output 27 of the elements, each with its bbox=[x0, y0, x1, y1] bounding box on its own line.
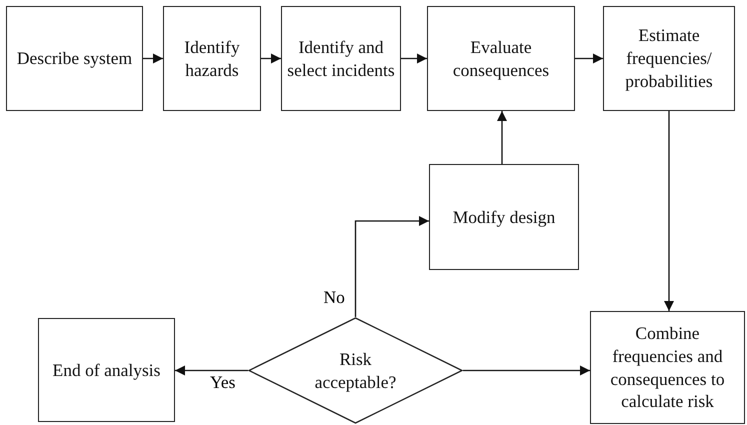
process-box bbox=[6, 6, 143, 111]
node-text: Risk acceptable? bbox=[314, 348, 398, 394]
node-text: Estimate frequencies/ probabilities bbox=[624, 24, 714, 93]
decision-diamond bbox=[248, 317, 463, 424]
arrow bbox=[664, 111, 674, 311]
arrow bbox=[143, 54, 163, 64]
node-text: Identify and select incidents bbox=[286, 36, 396, 82]
node-text: Modify design bbox=[452, 206, 556, 228]
process-box bbox=[590, 311, 745, 424]
process-box bbox=[38, 318, 175, 422]
node-text: Identify hazards bbox=[183, 36, 241, 82]
node-text: Evaluate consequences bbox=[452, 36, 550, 82]
process-box bbox=[429, 164, 579, 270]
process-box bbox=[427, 6, 575, 111]
arrow bbox=[175, 366, 248, 376]
process-box bbox=[163, 6, 261, 111]
node-text: Describe system bbox=[16, 47, 134, 70]
arrow bbox=[497, 111, 507, 164]
node-text: End of analysis bbox=[52, 358, 162, 382]
arrow bbox=[261, 54, 281, 64]
node-text: Combine frequencies and consequences to calculate risk bbox=[609, 322, 726, 413]
arrow bbox=[463, 366, 590, 376]
arrow bbox=[575, 54, 603, 64]
arrow bbox=[401, 54, 427, 64]
arrow bbox=[354, 216, 429, 317]
process-box bbox=[281, 6, 401, 111]
process-box bbox=[603, 6, 735, 111]
